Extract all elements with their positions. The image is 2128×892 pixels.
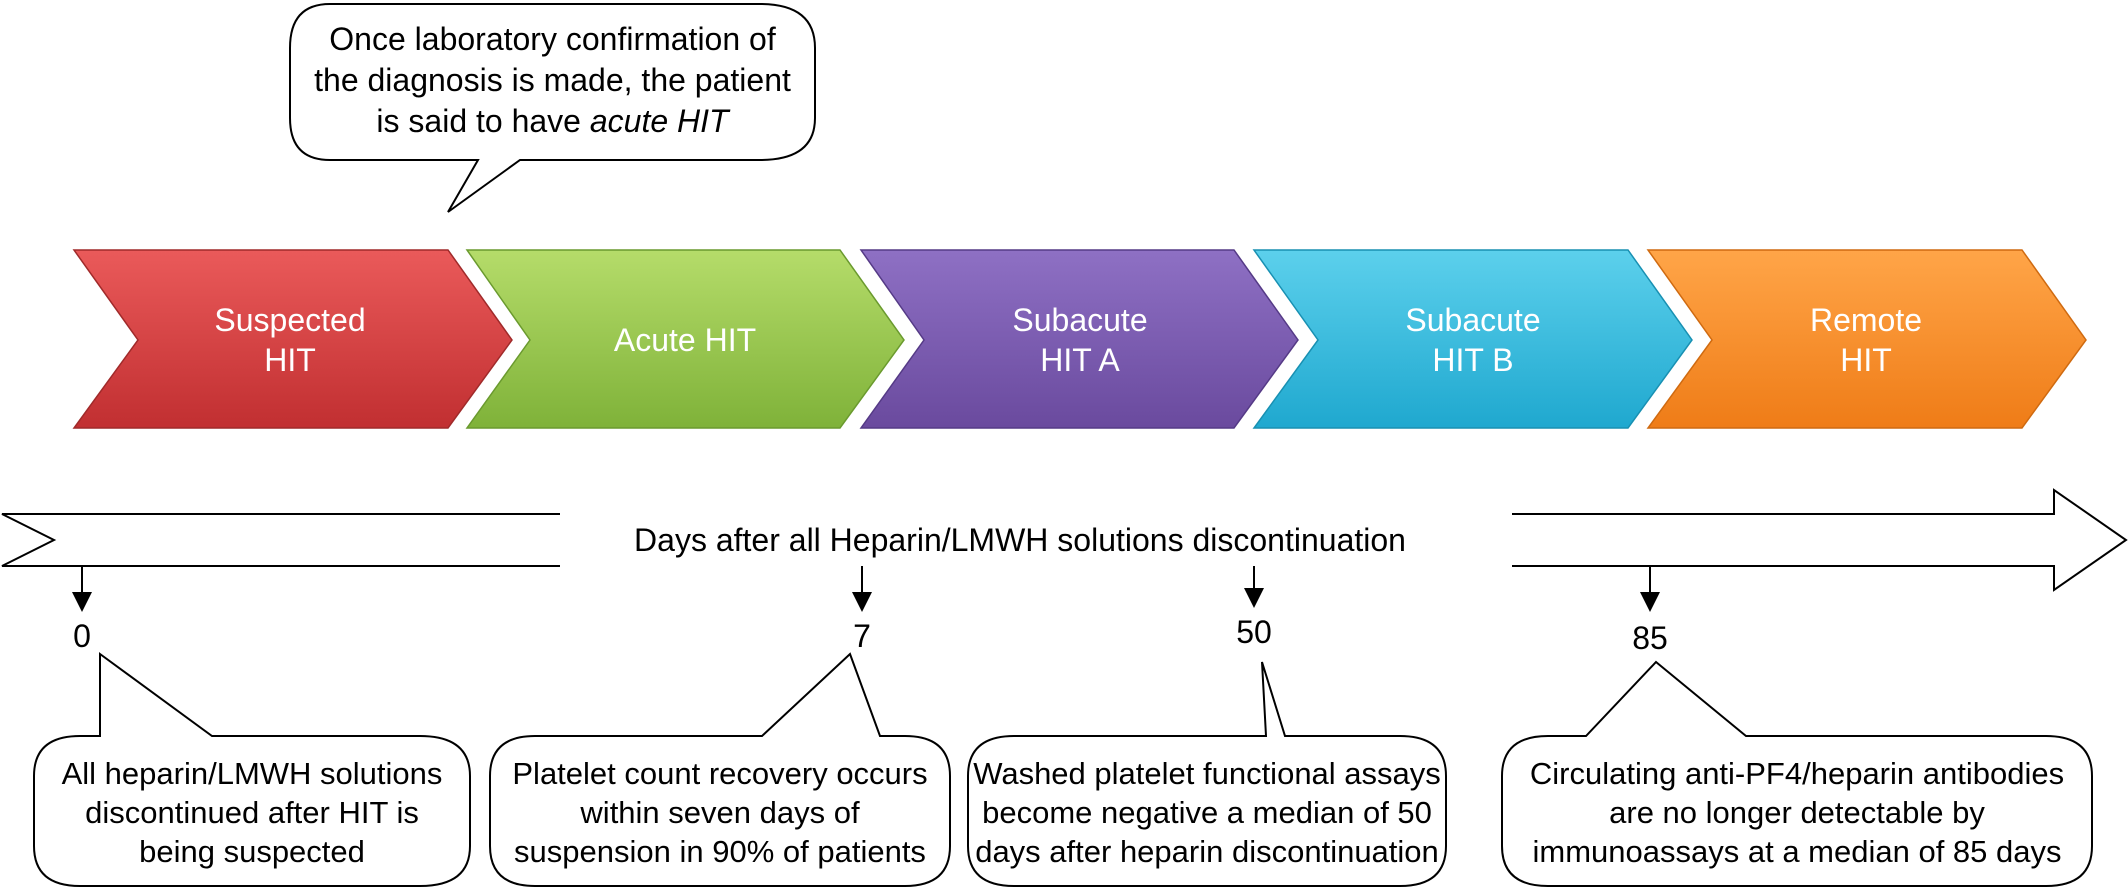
stage-label-suspected-hit: Suspected HIT [150, 290, 430, 390]
callout-3-line-1: Circulating anti-PF4/heparin antibodies [1529, 755, 2065, 791]
top-callout-line-3-italic: acute HIT [589, 102, 729, 139]
top-callout-line-3-plain: is said to have [376, 102, 590, 139]
callout-3-line-2: are no longer detectable by [1609, 794, 1985, 830]
day-label-50: 50 [1236, 614, 1272, 650]
chevron-acute-hit [465, 249, 905, 429]
callout-day-0-shape [33, 652, 471, 887]
top-callout-line-1: Once laboratory confirmation of [329, 20, 776, 57]
chevron-remote-hit [1646, 249, 2087, 429]
stage-4-line-1: Remote [1809, 302, 1923, 338]
chevron-subacute-hit-a [859, 249, 1299, 429]
callout-3-line-3: immunoassays at a median of 85 days [1532, 833, 2062, 869]
timeline-caption: Days after all Heparin/LMWH solutions di… [634, 522, 1406, 558]
callout-day-7-text: Platelet count recovery occurs within se… [492, 744, 948, 880]
stage-label-acute-hit: Acute HIT [545, 290, 825, 390]
stage-label-remote-hit: Remote HIT [1726, 290, 2006, 390]
callout-0-line-2: discontinued after HIT is [85, 794, 419, 830]
stage-0-line-1: Suspected [214, 302, 366, 338]
stage-3-line-2: HIT B [1432, 342, 1514, 378]
callout-day-50-text: Washed platelet functional assays become… [970, 744, 1444, 880]
day-label-0: 0 [73, 618, 91, 654]
callout-day-7-shape [489, 652, 951, 887]
stage-1-line-1: Acute HIT [613, 322, 757, 358]
stage-label-subacute-hit-b: Subacute HIT B [1333, 290, 1613, 390]
callout-1-line-3: suspension in 90% of patients [514, 833, 926, 869]
callout-0-line-1: All heparin/LMWH solutions [61, 755, 443, 791]
callout-day-0-text: All heparin/LMWH solutions discontinued … [36, 744, 468, 880]
callout-2-line-3: days after heparin discontinuation [975, 833, 1439, 869]
top-callout-line-2: the diagnosis is made, the patient [314, 61, 791, 98]
top-callout-shape [289, 3, 816, 213]
top-callout-text: Once laboratory confirmation of the diag… [292, 14, 813, 146]
day-label-7: 7 [853, 618, 871, 654]
callout-2-line-2: become negative a median of 50 [982, 794, 1432, 830]
timeline-arrow [1, 488, 2128, 592]
stage-2-line-2: HIT A [1040, 342, 1120, 378]
callout-1-line-1: Platelet count recovery occurs [512, 755, 928, 791]
day-label-85: 85 [1632, 620, 1668, 656]
stage-4-line-2: HIT [1840, 342, 1892, 378]
chevron-subacute-hit-b [1252, 249, 1693, 429]
callout-1-line-2: within seven days of [580, 794, 860, 830]
stage-3-line-1: Subacute [1405, 302, 1541, 338]
callout-day-50-shape [967, 661, 1447, 887]
stage-0-line-2: HIT [264, 342, 316, 378]
stage-2-line-1: Subacute [1012, 302, 1148, 338]
callout-2-line-1: Washed platelet functional assays [973, 755, 1441, 791]
top-callout-line-3: is said to have acute HIT [376, 101, 728, 142]
stage-label-subacute-hit-a: Subacute HIT A [940, 290, 1220, 390]
callout-0-line-3: being suspected [139, 833, 365, 869]
callout-day-85-text: Circulating anti-PF4/heparin antibodies … [1504, 744, 2090, 880]
chevron-suspected-hit [72, 249, 513, 429]
callout-day-85-shape [1501, 660, 2093, 887]
